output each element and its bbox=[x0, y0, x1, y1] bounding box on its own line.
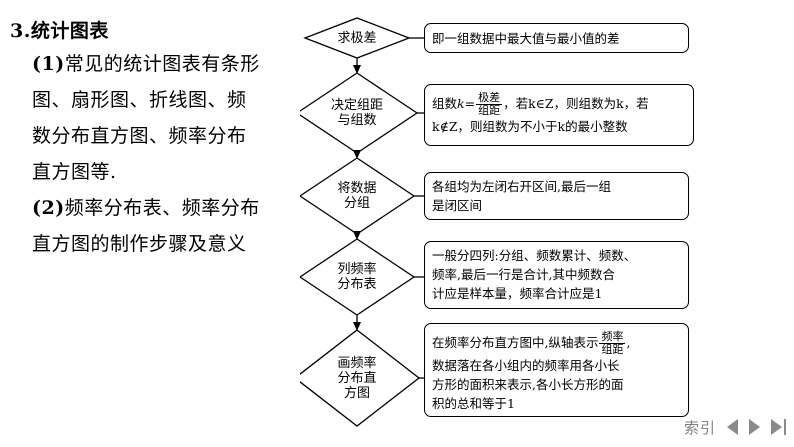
paragraph-1-line-2: 图、扇形图、折线图、频 bbox=[32, 89, 247, 111]
formula-prefix: 组数 bbox=[432, 96, 458, 111]
paragraph-1-line-2-row: 图、扇形图、折线图、频 bbox=[32, 82, 310, 118]
diamond-range-label: 求极差 bbox=[337, 31, 377, 46]
paragraph-1-line-3: 数分布直方图、频率分布 bbox=[32, 125, 247, 147]
footer-nav: 索引 bbox=[684, 415, 786, 439]
paragraph-2-line-2: 直方图的制作步骤及意义 bbox=[32, 233, 247, 255]
formula-var: k bbox=[457, 96, 465, 111]
diamond-class-width-line-2: 与组数 bbox=[337, 113, 377, 128]
paragraph-2-label: (2) bbox=[32, 197, 65, 219]
box-grouping-line-1: 各组均为左闭右开区间,最后一组 bbox=[432, 179, 611, 194]
box-range-line-1: 即一组数据中最大值与最小值的差 bbox=[432, 30, 620, 46]
diamond-freq-table-label: 列频率 分布表 bbox=[307, 262, 407, 292]
flowchart: 求极差 决定组距 与组数 将数据 分组 列频率 分布表 画频率 分布直 方图 即… bbox=[300, 0, 794, 447]
box-grouping: 各组均为左闭右开区间,最后一组 是闭区间 bbox=[424, 172, 689, 220]
arrowhead-2 bbox=[353, 150, 361, 159]
box-histogram-line-2: 数据落在各小组内的频率用各小长 bbox=[432, 358, 620, 374]
box-freq-table-line-2: 频率,最后一行是合计,其中频数合 bbox=[432, 267, 615, 282]
diamond-freq-table-line-1: 列频率 bbox=[337, 262, 377, 277]
diamond-histogram-line-2: 分布直 bbox=[337, 371, 377, 386]
box-histogram-line-4: 积的总和等于1 bbox=[432, 396, 515, 412]
diamond-grouping-label: 将数据 分组 bbox=[307, 181, 407, 211]
box-class-width: 组数k=极差组距，若k∈Z，则组数为k，若 k∉Z，则组数为不小于k的最小整数 bbox=[424, 84, 694, 146]
box-class-width-line-1: 组数k=极差组距，若k∈Z，则组数为k，若 bbox=[432, 91, 686, 117]
histogram-numerator: 频率 bbox=[599, 330, 626, 345]
diamond-grouping-line-2: 分组 bbox=[343, 196, 370, 211]
box-histogram-line-3: 方形的面积来表示,各小长方形的面 bbox=[432, 377, 624, 393]
index-label[interactable]: 索引 bbox=[683, 418, 716, 437]
box-range: 即一组数据中最大值与最小值的差 bbox=[424, 23, 689, 53]
formula-numerator: 极差 bbox=[476, 91, 503, 106]
paragraph-1-line-3-row: 数分布直方图、频率分布 bbox=[32, 118, 310, 154]
box-grouping-line-2: 是闭区间 bbox=[432, 198, 483, 213]
diamond-histogram-line-1: 画频率 bbox=[337, 356, 377, 371]
box-histogram-line-1: 在频率分布直方图中,纵轴表示频率组距, bbox=[432, 329, 681, 356]
diamond-freq-table-line-2: 分布表 bbox=[337, 277, 377, 292]
diamond-histogram-line-3: 方图 bbox=[343, 386, 370, 401]
triangle-right-bar-icon[interactable] bbox=[771, 419, 786, 435]
section-heading: 3.统计图表 bbox=[10, 20, 109, 42]
histogram-line1-suffix: , bbox=[626, 335, 631, 350]
histogram-line1-prefix: 在频率分布直方图中,纵轴表示 bbox=[432, 335, 599, 350]
histogram-denominator: 组距 bbox=[601, 343, 624, 357]
box-freq-table: 一般分四列:分组、频数累计、频数、 频率,最后一行是合计,其中频数合 计应是样本… bbox=[424, 241, 689, 309]
diamond-grouping-line-1: 将数据 bbox=[337, 181, 377, 196]
paragraph-1-label: (1) bbox=[32, 53, 65, 75]
paragraph-2-line-1: 频率分布表、频率分布 bbox=[64, 197, 260, 219]
paragraph-2: (2)频率分布表、频率分布 bbox=[32, 190, 310, 226]
flowchart-connectors bbox=[300, 17, 424, 427]
lesson-text-column: 3.统计图表 (1)常见的统计图表有条形 图、扇形图、折线图、频 数分布直方图、… bbox=[10, 16, 310, 262]
diamond-histogram-label: 画频率 分布直 方图 bbox=[307, 356, 407, 401]
arrowhead-1 bbox=[353, 65, 361, 74]
box-histogram: 在频率分布直方图中,纵轴表示频率组距, 数据落在各小组内的频率用各小长 方形的面… bbox=[424, 323, 689, 417]
paragraph-1-line-4: 直方图等. bbox=[32, 161, 117, 183]
paragraph-1-line-4-row: 直方图等. bbox=[32, 154, 310, 190]
box-freq-table-line-1: 一般分四列:分组、频数累计、频数、 bbox=[432, 248, 637, 263]
box-class-width-line-2: k∉Z，则组数为不小于k的最小整数 bbox=[432, 119, 628, 135]
triangle-left-icon[interactable] bbox=[727, 419, 738, 435]
formula-denominator: 组距 bbox=[478, 104, 501, 118]
arrowhead-4 bbox=[353, 322, 361, 331]
paragraph-1: (1)常见的统计图表有条形 bbox=[32, 46, 310, 82]
formula-eq: = bbox=[464, 96, 476, 111]
formula-fraction: 极差组距 bbox=[476, 91, 503, 118]
box-freq-table-line-3: 计应是样本量，频率合计应是1 bbox=[432, 286, 603, 301]
diamond-class-width-line-1: 决定组距 bbox=[330, 98, 383, 113]
diamond-histogram bbox=[300, 329, 421, 427]
histogram-fraction: 频率组距 bbox=[599, 330, 626, 357]
diamond-class-width-label: 决定组距 与组数 bbox=[307, 98, 407, 128]
paragraph-2-line-2-row: 直方图的制作步骤及意义 bbox=[32, 226, 310, 262]
paragraph-1-line-1: 常见的统计图表有条形 bbox=[64, 53, 260, 75]
formula-after: ，若k∈Z，则组数为k，若 bbox=[503, 96, 649, 111]
triangle-right-icon[interactable] bbox=[749, 419, 760, 435]
arrowhead-3 bbox=[353, 231, 361, 240]
